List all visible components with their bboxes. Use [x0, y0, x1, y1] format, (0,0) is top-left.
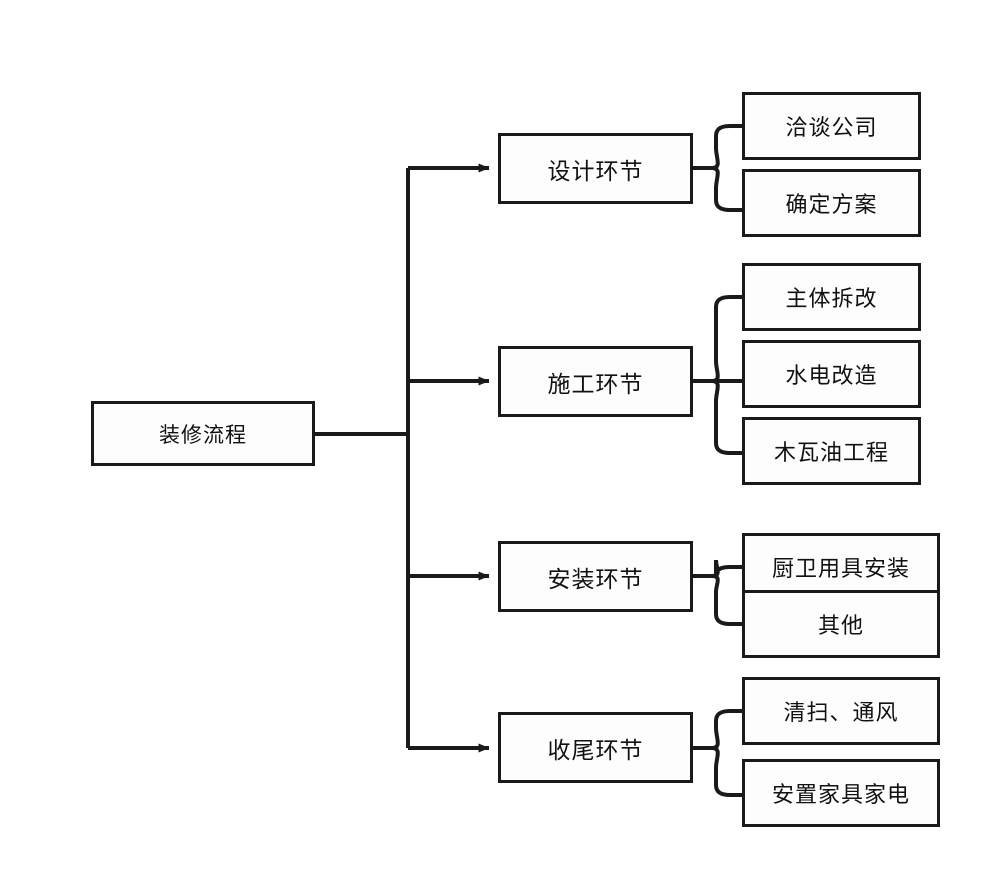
brace-group-3: [691, 559, 732, 626]
node-phase-installation[interactable]: 安装环节: [498, 541, 693, 612]
node-leaf-kitchen-bath-fixtures-label: 厨卫用具安装: [771, 557, 910, 582]
node-leaf-negotiate-company-label: 洽谈公司: [785, 116, 878, 141]
brace-group-2: [691, 295, 732, 455]
node-leaf-other[interactable]: 其他: [742, 590, 940, 658]
node-leaf-confirm-plan-label: 确定方案: [785, 193, 878, 218]
node-leaf-furniture-appliances-label: 安置家具家电: [771, 783, 910, 808]
node-phase-installation-label: 安装环节: [547, 566, 644, 593]
node-leaf-carpentry-tiling-painting-label: 木瓦油工程: [773, 441, 889, 466]
node-phase-construction-label: 施工环节: [547, 371, 644, 398]
node-phase-construction[interactable]: 施工环节: [498, 346, 693, 417]
node-leaf-structural-demolition-label: 主体拆改: [785, 287, 878, 312]
node-leaf-furniture-appliances[interactable]: 安置家具家电: [742, 759, 940, 827]
node-leaf-carpentry-tiling-painting[interactable]: 木瓦油工程: [742, 417, 921, 485]
node-leaf-cleaning-ventilation[interactable]: 清扫、通风: [742, 677, 940, 745]
node-leaf-negotiate-company[interactable]: 洽谈公司: [742, 92, 921, 160]
node-leaf-kitchen-bath-fixtures[interactable]: 厨卫用具安装: [742, 533, 940, 601]
brace-group-4: [691, 709, 732, 797]
node-root-label: 装修流程: [159, 422, 247, 447]
node-leaf-structural-demolition[interactable]: 主体拆改: [742, 263, 921, 331]
node-phase-design[interactable]: 设计环节: [498, 133, 693, 204]
node-phase-finishing-label: 收尾环节: [547, 737, 644, 764]
brace-group-1: [691, 124, 732, 212]
node-phase-design-label: 设计环节: [547, 158, 644, 185]
node-leaf-other-label: 其他: [817, 614, 864, 639]
node-leaf-cleaning-ventilation-label: 清扫、通风: [783, 701, 899, 726]
node-leaf-plumbing-electrical[interactable]: 水电改造: [742, 340, 921, 408]
node-leaf-confirm-plan[interactable]: 确定方案: [742, 169, 921, 237]
node-root[interactable]: 装修流程: [91, 401, 315, 466]
node-leaf-plumbing-electrical-label: 水电改造: [785, 364, 878, 389]
node-phase-finishing[interactable]: 收尾环节: [498, 712, 693, 783]
